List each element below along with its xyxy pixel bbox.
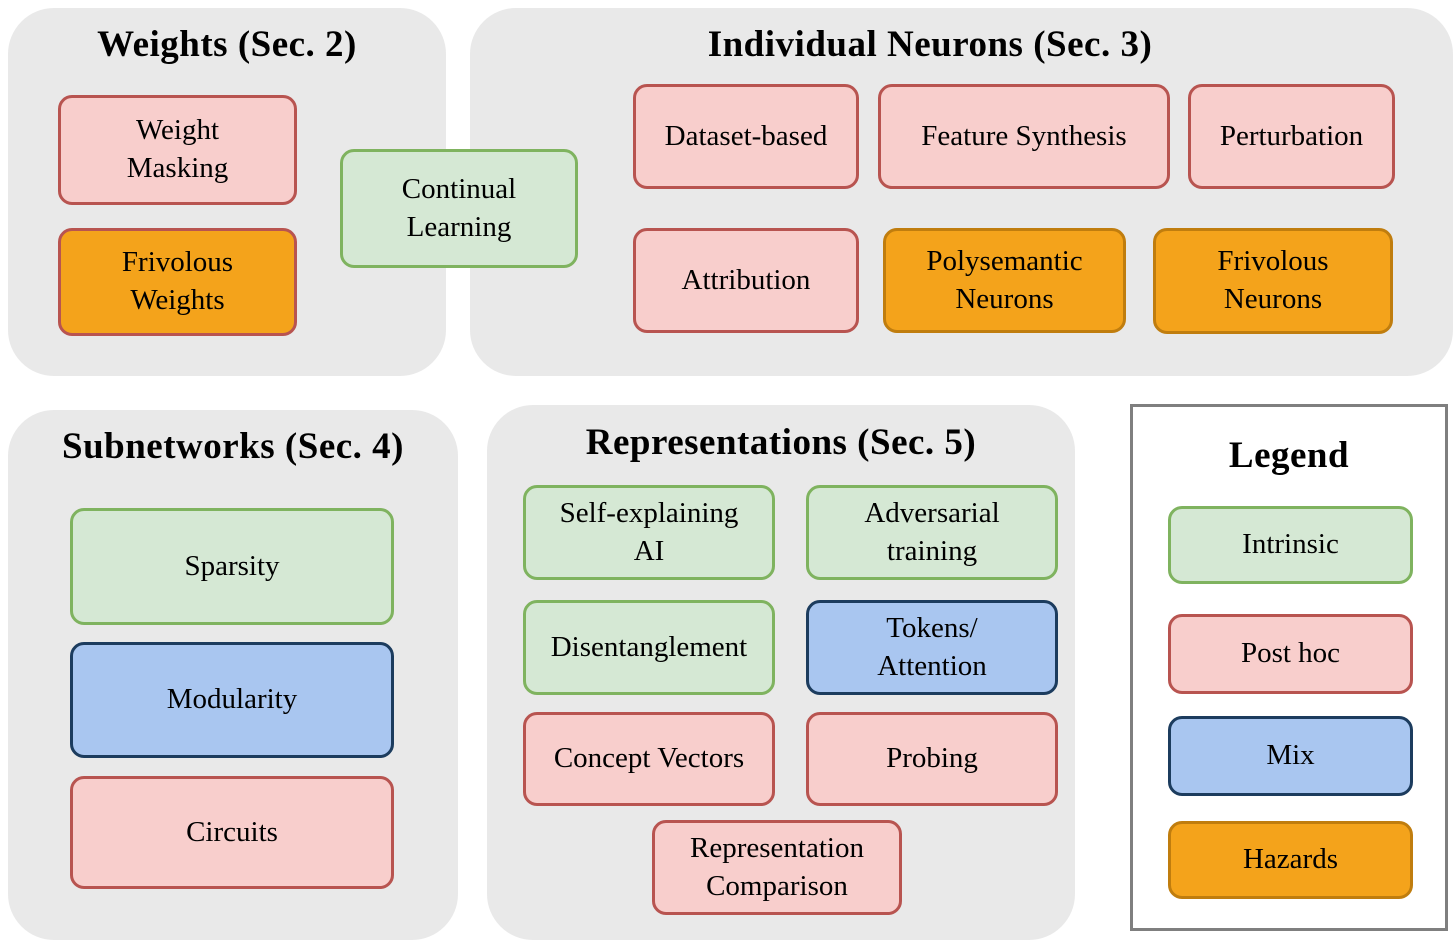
node-self-explaining-ai: Self-explaining AI — [523, 485, 775, 580]
legend-item-post-hoc: Post hoc — [1168, 614, 1413, 694]
node-circuits: Circuits — [70, 776, 394, 889]
node-continual-learning: Continual Learning — [340, 149, 578, 268]
node-sparsity: Sparsity — [70, 508, 394, 625]
node-dataset-based: Dataset-based — [633, 84, 859, 189]
node-disentanglement: Disentanglement — [523, 600, 775, 695]
representations-title: Representations (Sec. 5) — [585, 422, 977, 463]
node-weight-masking: Weight Masking — [58, 95, 297, 205]
node-modularity: Modularity — [70, 642, 394, 758]
neurons-title: Individual Neurons (Sec. 3) — [707, 24, 1153, 65]
legend-item-mix: Mix — [1168, 716, 1413, 796]
node-attribution: Attribution — [633, 228, 859, 333]
legend-item-intrinsic: Intrinsic — [1168, 506, 1413, 584]
weights-title: Weights (Sec. 2) — [97, 24, 357, 65]
node-tokens-attention: Tokens/ Attention — [806, 600, 1058, 695]
node-perturbation: Perturbation — [1188, 84, 1395, 189]
node-frivolous-neurons: Frivolous Neurons — [1153, 228, 1393, 334]
node-adversarial-training: Adversarial training — [806, 485, 1058, 580]
node-polysemantic-neurons: Polysemantic Neurons — [883, 228, 1126, 333]
node-concept-vectors: Concept Vectors — [523, 712, 775, 806]
node-frivolous-weights: Frivolous Weights — [58, 228, 297, 336]
legend-title: Legend — [1228, 435, 1350, 476]
node-representation-comparison: Representation Comparison — [652, 820, 902, 915]
legend-item-hazards: Hazards — [1168, 821, 1413, 899]
subnetworks-title: Subnetworks (Sec. 4) — [62, 426, 404, 467]
node-probing: Probing — [806, 712, 1058, 806]
node-feature-synthesis: Feature Synthesis — [878, 84, 1170, 189]
